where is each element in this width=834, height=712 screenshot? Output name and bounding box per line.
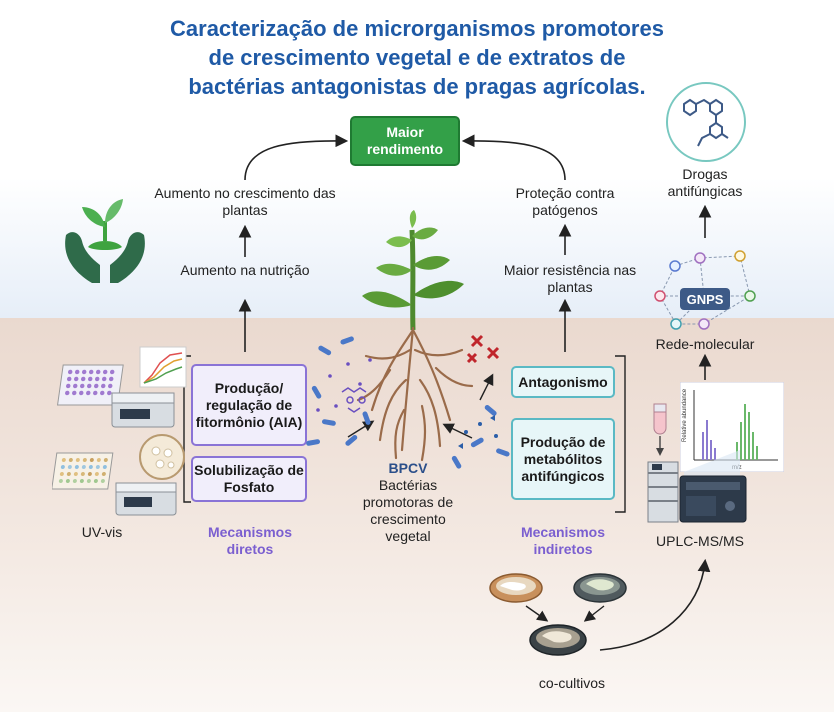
title-line-1: Caracterização de microrganismos promoto… [170,16,664,41]
antifungal-drug-molecule-icon [666,82,746,162]
spectrum-ylabel: Relative abundance [682,388,688,442]
left-bracket-inner [183,355,191,503]
cocultures-label: co-cultivos [538,675,606,691]
uvvis-instruments-illustration [52,346,187,516]
uvvis-label: UV-vis [81,524,123,540]
nutrition-increase-label: Aumento na nutrição [180,262,310,278]
plant-resistance-label: Maior resistência nas plantas [503,262,637,295]
bpcv-description: Bactérias promotoras de crescimento vege… [362,477,454,544]
phosphate-solubilization-box: Solubilização de Fosfato [191,456,307,502]
indirect-mechanisms-label: Mecanismos indiretos [520,524,606,557]
growth-increase-label: Aumento no crescimento das plantas [154,185,336,218]
title-line-2: de crescimento vegetal e de extratos de [208,45,626,70]
uplc-ms-instrument-illustration [647,403,747,523]
plant-with-roots-illustration [356,210,474,462]
yield-box: Maior rendimento [350,116,460,166]
arrow-growth-to-yield [244,134,349,181]
antagonism-box: Antagonismo [511,366,615,398]
hormone-production-box: Produção/ regulação de fitormônio (AIA) [191,364,307,446]
molecular-network-graph [654,250,756,330]
right-bracket [615,355,626,513]
title-line-3: bactérias antagonistas de pragas agrícol… [188,74,646,99]
pathogen-protection-label: Proteção contra patógenos [515,185,615,218]
uplc-ms-label: UPLC-MS/MS [656,533,744,549]
coculture-dishes-illustration [489,573,627,656]
bpcv-label: BPCV [388,460,428,476]
arrow-protection-to-yield [461,134,566,181]
gnps-badge: GNPS [680,288,730,310]
antifungal-metabolites-box: Produção de metabólitos antifúngicos [511,418,615,500]
bacteria-illustration [306,334,525,469]
hands-plant-icon [65,199,145,283]
molecular-network-label: Rede-molecular [655,336,755,352]
antifungal-drugs-label: Drogas antifúngicas [667,166,743,199]
arrow-cocultures-to-ms [599,558,711,651]
direct-mechanisms-label: Mecanismos diretos [207,524,293,557]
page-title: Caracterização de microrganismos promoto… [0,14,834,101]
